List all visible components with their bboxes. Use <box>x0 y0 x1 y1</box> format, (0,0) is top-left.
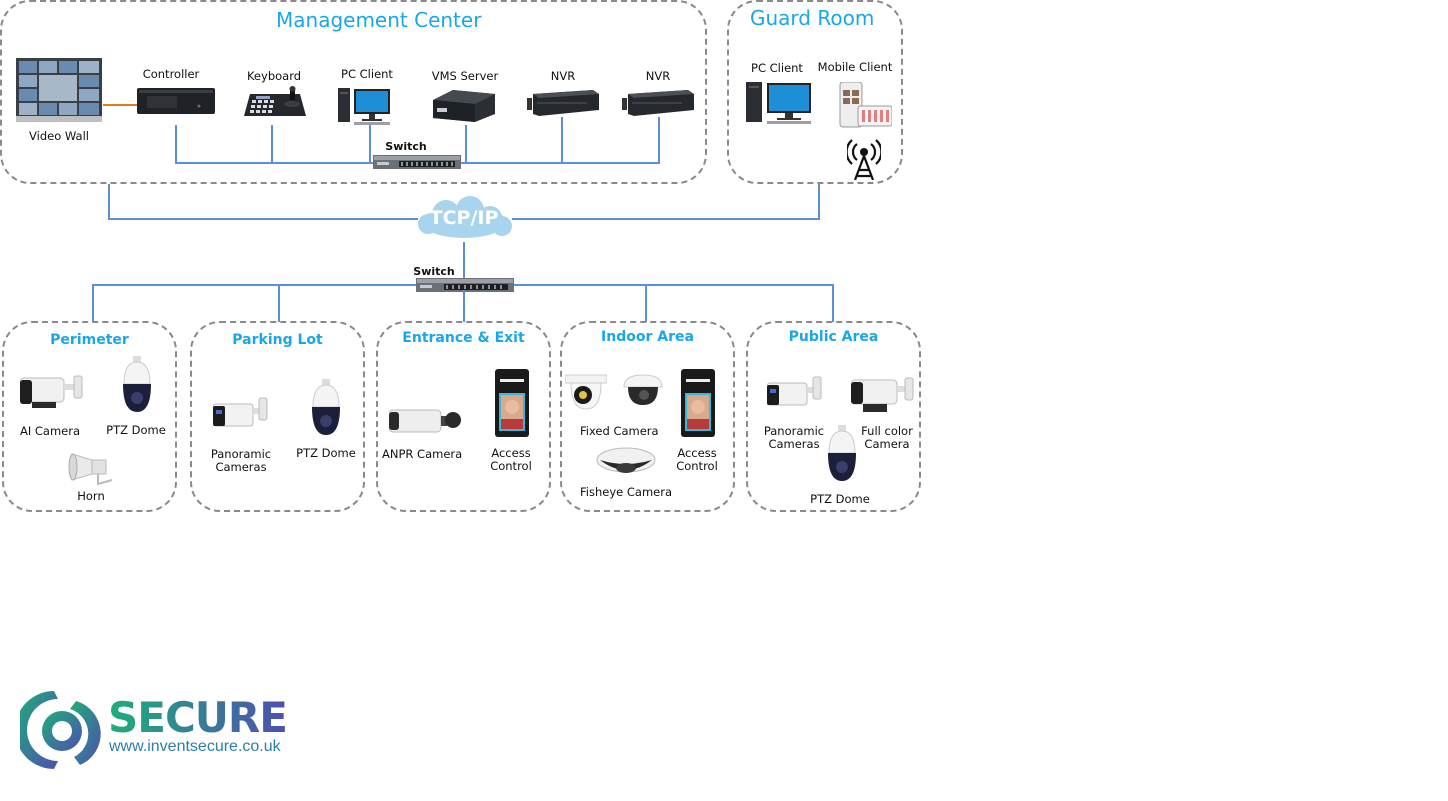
server-icon <box>433 88 495 124</box>
device-label: PTZ Dome <box>106 423 166 437</box>
connection-line <box>369 125 371 163</box>
connection-line <box>92 284 416 286</box>
connection-line <box>832 284 834 322</box>
connection-line <box>658 117 660 163</box>
connection-line <box>818 184 820 220</box>
logo-mark-icon <box>20 687 104 773</box>
parking-lot-zone: Parking Lot <box>190 321 365 512</box>
connection-line <box>645 284 647 322</box>
ptz-dome-icon <box>120 356 154 414</box>
logo-url: www.inventsecure.co.uk <box>109 738 281 755</box>
dome-camera-icon <box>622 373 664 407</box>
switch-label: Switch <box>413 265 455 278</box>
nvr-icon <box>622 88 694 118</box>
pc-icon <box>338 88 394 126</box>
pc-client-label: PC Client <box>341 67 393 81</box>
zone-title: Entrance & Exit <box>402 330 525 346</box>
indoor-area-zone: Indoor Area <box>560 321 735 512</box>
guard-room-zone <box>727 0 903 184</box>
label-line: Panoramic <box>210 447 272 461</box>
label-line: Control <box>676 459 718 473</box>
label-line: Access <box>677 446 717 460</box>
mobile-icon <box>838 82 892 128</box>
perimeter-zone: Perimeter <box>2 321 177 512</box>
fisheye-camera-icon <box>596 446 656 478</box>
switch-icon <box>416 278 514 292</box>
vms-server-label: VMS Server <box>431 69 499 83</box>
turret-camera-icon <box>565 371 607 411</box>
connection-line <box>463 242 465 280</box>
keyboard-label: Keyboard <box>246 69 302 83</box>
horn-icon <box>68 450 114 486</box>
label-line: Control <box>490 459 532 473</box>
connection-line <box>465 125 467 163</box>
zone-title: Public Area <box>788 329 879 345</box>
access-control-icon <box>681 369 715 437</box>
zone-title: Indoor Area <box>601 329 694 345</box>
nvr-label: NVR <box>645 69 671 83</box>
bullet-camera-icon <box>20 374 84 412</box>
label-line: Cameras <box>215 460 267 474</box>
video-wall-label: Video Wall <box>29 129 89 143</box>
nvr-label: NVR <box>550 69 576 83</box>
zone-title: Perimeter <box>50 332 129 348</box>
keyboard-icon <box>244 86 306 118</box>
cloud-icon <box>412 196 516 244</box>
switch-icon <box>373 155 461 169</box>
pc-icon <box>746 82 818 126</box>
connection-line <box>463 290 465 322</box>
public-area-zone: Public Area <box>746 321 921 512</box>
device-label: PTZ Dome <box>296 446 356 460</box>
connection-line <box>108 184 110 220</box>
logo-brand: SECURE <box>108 693 288 742</box>
device-label: ANPR Camera <box>382 447 463 461</box>
label-line: Access <box>491 446 531 460</box>
device-label: PTZ Dome <box>810 492 870 506</box>
antenna-icon <box>847 138 881 180</box>
connection-line <box>514 284 834 286</box>
device-label: AI Camera <box>19 424 81 438</box>
access-control-icon <box>495 369 529 437</box>
video-wall-icon <box>16 58 102 122</box>
cloud-label: TCP/IP <box>429 207 499 229</box>
controller-icon <box>137 86 215 116</box>
anpr-camera-icon <box>389 404 461 438</box>
mobile-client-label: Mobile Client <box>817 60 893 74</box>
pc-client-label: PC Client <box>751 61 803 75</box>
switch-label: Switch <box>385 140 427 153</box>
label-line: Cameras <box>768 437 820 451</box>
label-line: Panoramic <box>763 424 825 438</box>
nvr-icon <box>527 88 599 118</box>
device-label: Fixed Camera <box>580 424 659 438</box>
connection-line <box>92 284 94 322</box>
video-wall-link <box>103 104 137 106</box>
connection-line <box>271 125 273 163</box>
full-color-camera-icon <box>851 376 915 414</box>
connection-line <box>561 117 563 163</box>
zone-title: Parking Lot <box>232 332 323 348</box>
device-label: Horn <box>77 489 105 503</box>
guard-room-title: Guard Room <box>750 6 875 30</box>
controller-label: Controller <box>142 67 200 81</box>
device-label: Fisheye Camera <box>580 485 672 499</box>
label-line: Camera <box>864 437 910 451</box>
label-line: Full color <box>861 424 913 438</box>
entrance-exit-zone: Entrance & Exit <box>376 321 551 512</box>
management-center-title: Management Center <box>276 8 482 32</box>
panoramic-camera-icon <box>767 375 823 409</box>
connection-line <box>512 218 820 220</box>
management-center-zone <box>0 0 707 184</box>
panoramic-camera-icon <box>213 396 269 430</box>
connection-line <box>175 125 177 163</box>
ptz-dome-icon <box>309 379 343 437</box>
ptz-dome-icon <box>825 425 859 483</box>
connection-line <box>278 284 280 322</box>
connection-line <box>108 218 418 220</box>
